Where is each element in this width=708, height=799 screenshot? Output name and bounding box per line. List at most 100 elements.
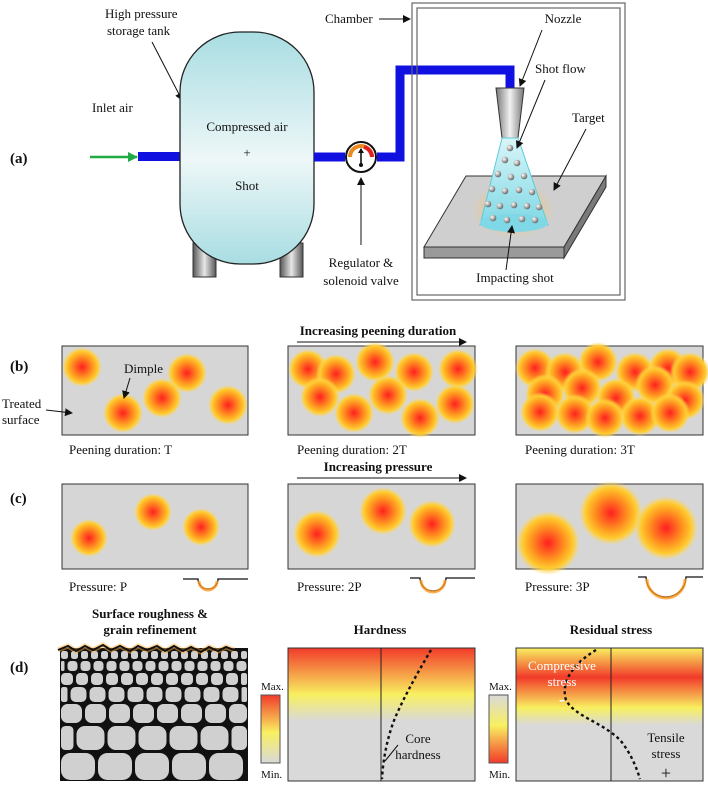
caption-b-3: Peening duration: 3T — [525, 442, 635, 457]
dimples-c — [70, 481, 698, 575]
dimple — [103, 393, 143, 433]
peening-duration-header: Increasing peening duration — [300, 323, 457, 338]
panel-c: (c) Increasing pressure Pressure: P Pres… — [10, 459, 704, 600]
chamber-inner — [416, 7, 621, 296]
shot-flow-arrow — [515, 79, 546, 149]
dimple — [620, 396, 660, 436]
tensile-sign: + — [661, 763, 671, 783]
dimple — [334, 393, 374, 433]
grain-structure — [57, 642, 248, 781]
dimple-arrow — [122, 377, 131, 399]
panel-a: (a) High pressure storage tank Inlet air… — [10, 2, 626, 301]
caption-c-3: Pressure: 3P — [525, 579, 590, 594]
tensile-line2: stress — [652, 746, 681, 761]
shot-flow-base — [480, 214, 548, 232]
target-arrow — [553, 128, 587, 191]
dimple — [520, 392, 560, 432]
chamber-outer — [411, 2, 626, 301]
target-label: Target — [572, 110, 605, 125]
dimple — [585, 398, 625, 438]
scale2-bar — [488, 694, 509, 764]
dimple — [359, 487, 407, 535]
tensile-line1: Tensile — [647, 730, 685, 745]
dimple — [293, 510, 341, 558]
caption-c-2: Pressure: 2P — [297, 579, 362, 594]
outlet-pipe — [314, 65, 515, 162]
compressive-line1: Compressive — [528, 658, 596, 673]
scale1-max: Max. — [261, 681, 284, 693]
treated-surface-line2: surface — [2, 412, 40, 427]
dimple — [555, 394, 595, 434]
panel-d: (d) Surface roughness & grain refinement… — [10, 606, 704, 783]
cross-section-1 — [183, 578, 248, 592]
dimple — [400, 398, 440, 438]
pressure-gauge-icon — [345, 141, 377, 173]
dimples-b — [62, 342, 708, 438]
dimple — [167, 353, 207, 393]
chamber-label: Chamber — [325, 11, 373, 26]
panel-label-b: (b) — [10, 359, 28, 375]
residual-stress-title: Residual stress — [570, 622, 652, 637]
dimple — [142, 378, 182, 418]
grain-title-line2: grain refinement — [103, 622, 197, 637]
residual-stress-gradient — [515, 647, 704, 782]
scale2-max: Max. — [489, 681, 512, 693]
caption-b-2: Peening duration: 2T — [297, 442, 407, 457]
core-hardness-pointer — [384, 744, 399, 762]
dimple — [368, 375, 408, 415]
panel-label-c: (c) — [10, 491, 27, 507]
target-plate-side — [563, 174, 607, 260]
compressive-line2: stress — [548, 674, 577, 689]
pressure-header: Increasing pressure — [324, 459, 433, 474]
panel-b: (b) Increasing peening duration Dimple T… — [2, 323, 708, 457]
shot-flow-cone — [479, 137, 549, 226]
dimple — [300, 377, 340, 417]
dimple — [62, 347, 102, 387]
grain-title-line1: Surface roughness & — [92, 606, 208, 621]
hardness-curve — [380, 649, 433, 780]
dimple — [208, 385, 248, 425]
scale1-bar — [260, 694, 281, 764]
cross-section-2 — [410, 577, 475, 594]
impacting-shot-label: Impacting shot — [476, 270, 554, 285]
cross-section-3 — [638, 576, 703, 600]
caption-c-1: Pressure: P — [69, 579, 127, 594]
dimple — [355, 342, 395, 382]
shot-particles — [484, 144, 543, 224]
tank-content-line3: Shot — [235, 178, 259, 193]
regulator-label-line2: solenoid valve — [323, 273, 399, 288]
dimple — [394, 352, 434, 392]
storage-tank — [179, 31, 315, 265]
tank-label-line1: High pressure — [105, 6, 178, 21]
inlet-pipe — [138, 152, 182, 161]
core-hardness-line2: hardness — [395, 747, 441, 762]
compressive-sign: - — [559, 689, 565, 709]
dimple-label: Dimple — [124, 361, 163, 376]
dimple — [134, 493, 172, 531]
residual-stress-curve — [563, 648, 642, 780]
dimple — [516, 511, 580, 575]
panel-label-d: (d) — [10, 660, 28, 676]
treated-surface-arrow — [45, 408, 73, 417]
dimple — [70, 519, 108, 557]
dimple — [634, 496, 698, 560]
dimple — [182, 508, 220, 546]
panel-label-a: (a) — [10, 151, 28, 167]
caption-b-1: Peening duration: T — [69, 442, 172, 457]
core-hardness-line1: Core — [405, 731, 431, 746]
scale1-min: Min. — [261, 769, 282, 781]
nozzle-label: Nozzle — [545, 11, 582, 26]
nozzle — [495, 87, 525, 139]
dimple — [650, 393, 690, 433]
regulator-label-line1: Regulator & — [329, 255, 394, 270]
dimple — [438, 349, 478, 389]
treated-surface-line1: Treated — [2, 396, 42, 411]
tank-label-arrow — [151, 41, 183, 101]
tank-content-line1: Compressed air — [206, 119, 288, 134]
dimple — [579, 481, 643, 545]
scale2-min: Min. — [489, 769, 510, 781]
tank-label-line2: storage tank — [107, 23, 171, 38]
tank-content-line2: + — [243, 145, 250, 160]
nozzle-arrow — [518, 29, 543, 87]
